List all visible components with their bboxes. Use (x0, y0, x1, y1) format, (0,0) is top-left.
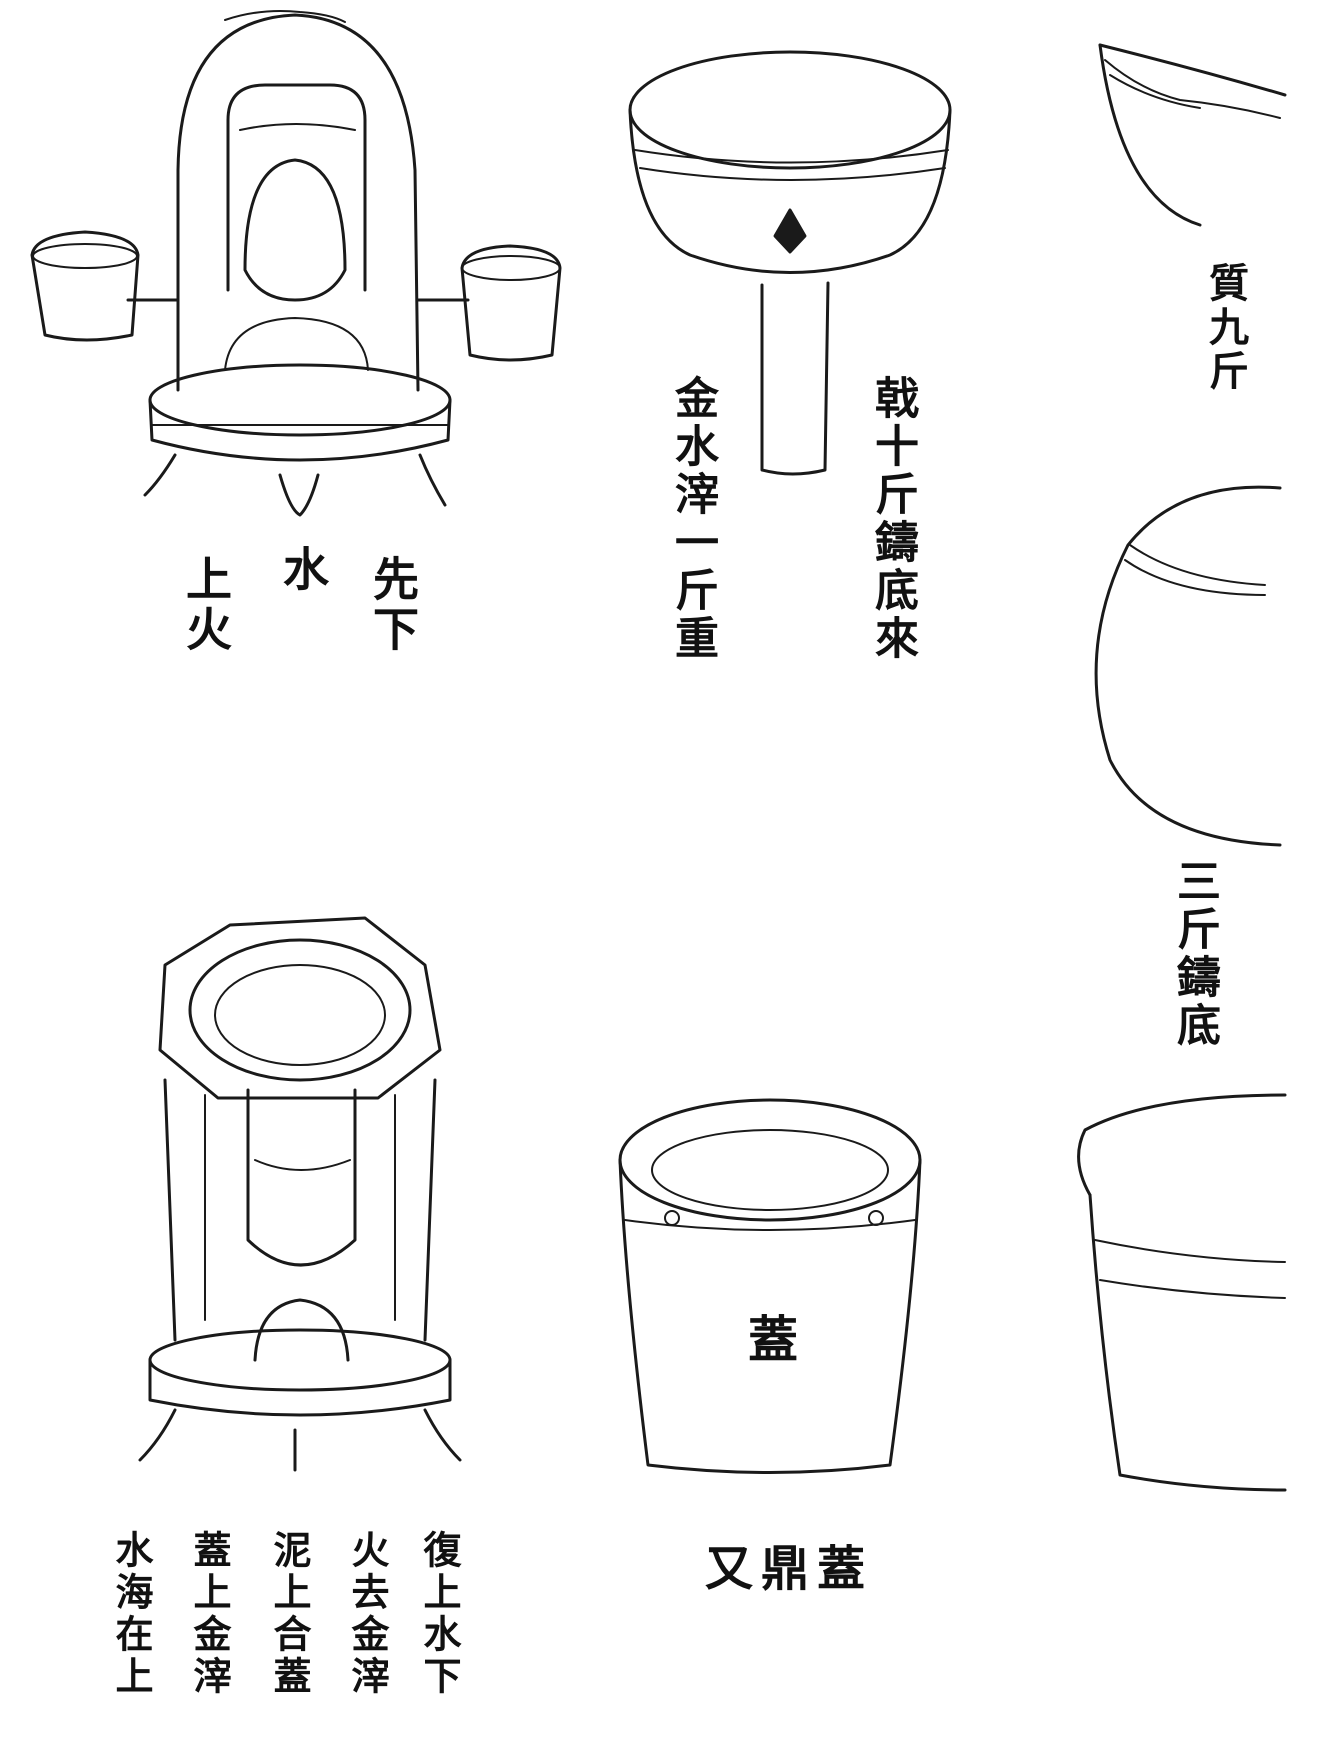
caption-fig5-col2: 火去金滓 (345, 1530, 390, 1698)
caption-fig5-col1: 復上水下 (417, 1530, 462, 1698)
basin-illustration-partial (1077, 1093, 1287, 1492)
lidded-vessel-illustration (618, 1098, 922, 1474)
caption-fig2-right: 戟十斤鑄底來 (867, 375, 918, 663)
caption-fig5-col5: 水海在上 (109, 1530, 154, 1698)
round-vessel-illustration (1094, 485, 1282, 847)
bowl-on-stem-illustration (628, 50, 952, 476)
caption-fig6: 蓋鼎又 (705, 1541, 874, 1597)
caption-fig5-col4: 蓋上金滓 (187, 1530, 232, 1698)
domed-furnace-illustration (30, 10, 562, 517)
caption-fig4: 三斤鑄底 (1169, 858, 1220, 1050)
caption-fig3: 質九斤 (1202, 262, 1249, 394)
octagonal-furnace-illustration (138, 916, 462, 1472)
caption-fig1-middle: 水 (276, 545, 330, 595)
caption-fig1-right: 先下 (366, 555, 420, 655)
partial-bowl-illustration-top (1098, 43, 1287, 227)
caption-fig2-left: 金水滓一斤重 (667, 375, 718, 663)
caption-fig5-col3: 泥上合蓋 (267, 1530, 312, 1698)
caption-fig1-left: 上火 (179, 555, 233, 655)
vessel-mark-lid: 蓋 (748, 1310, 798, 1369)
